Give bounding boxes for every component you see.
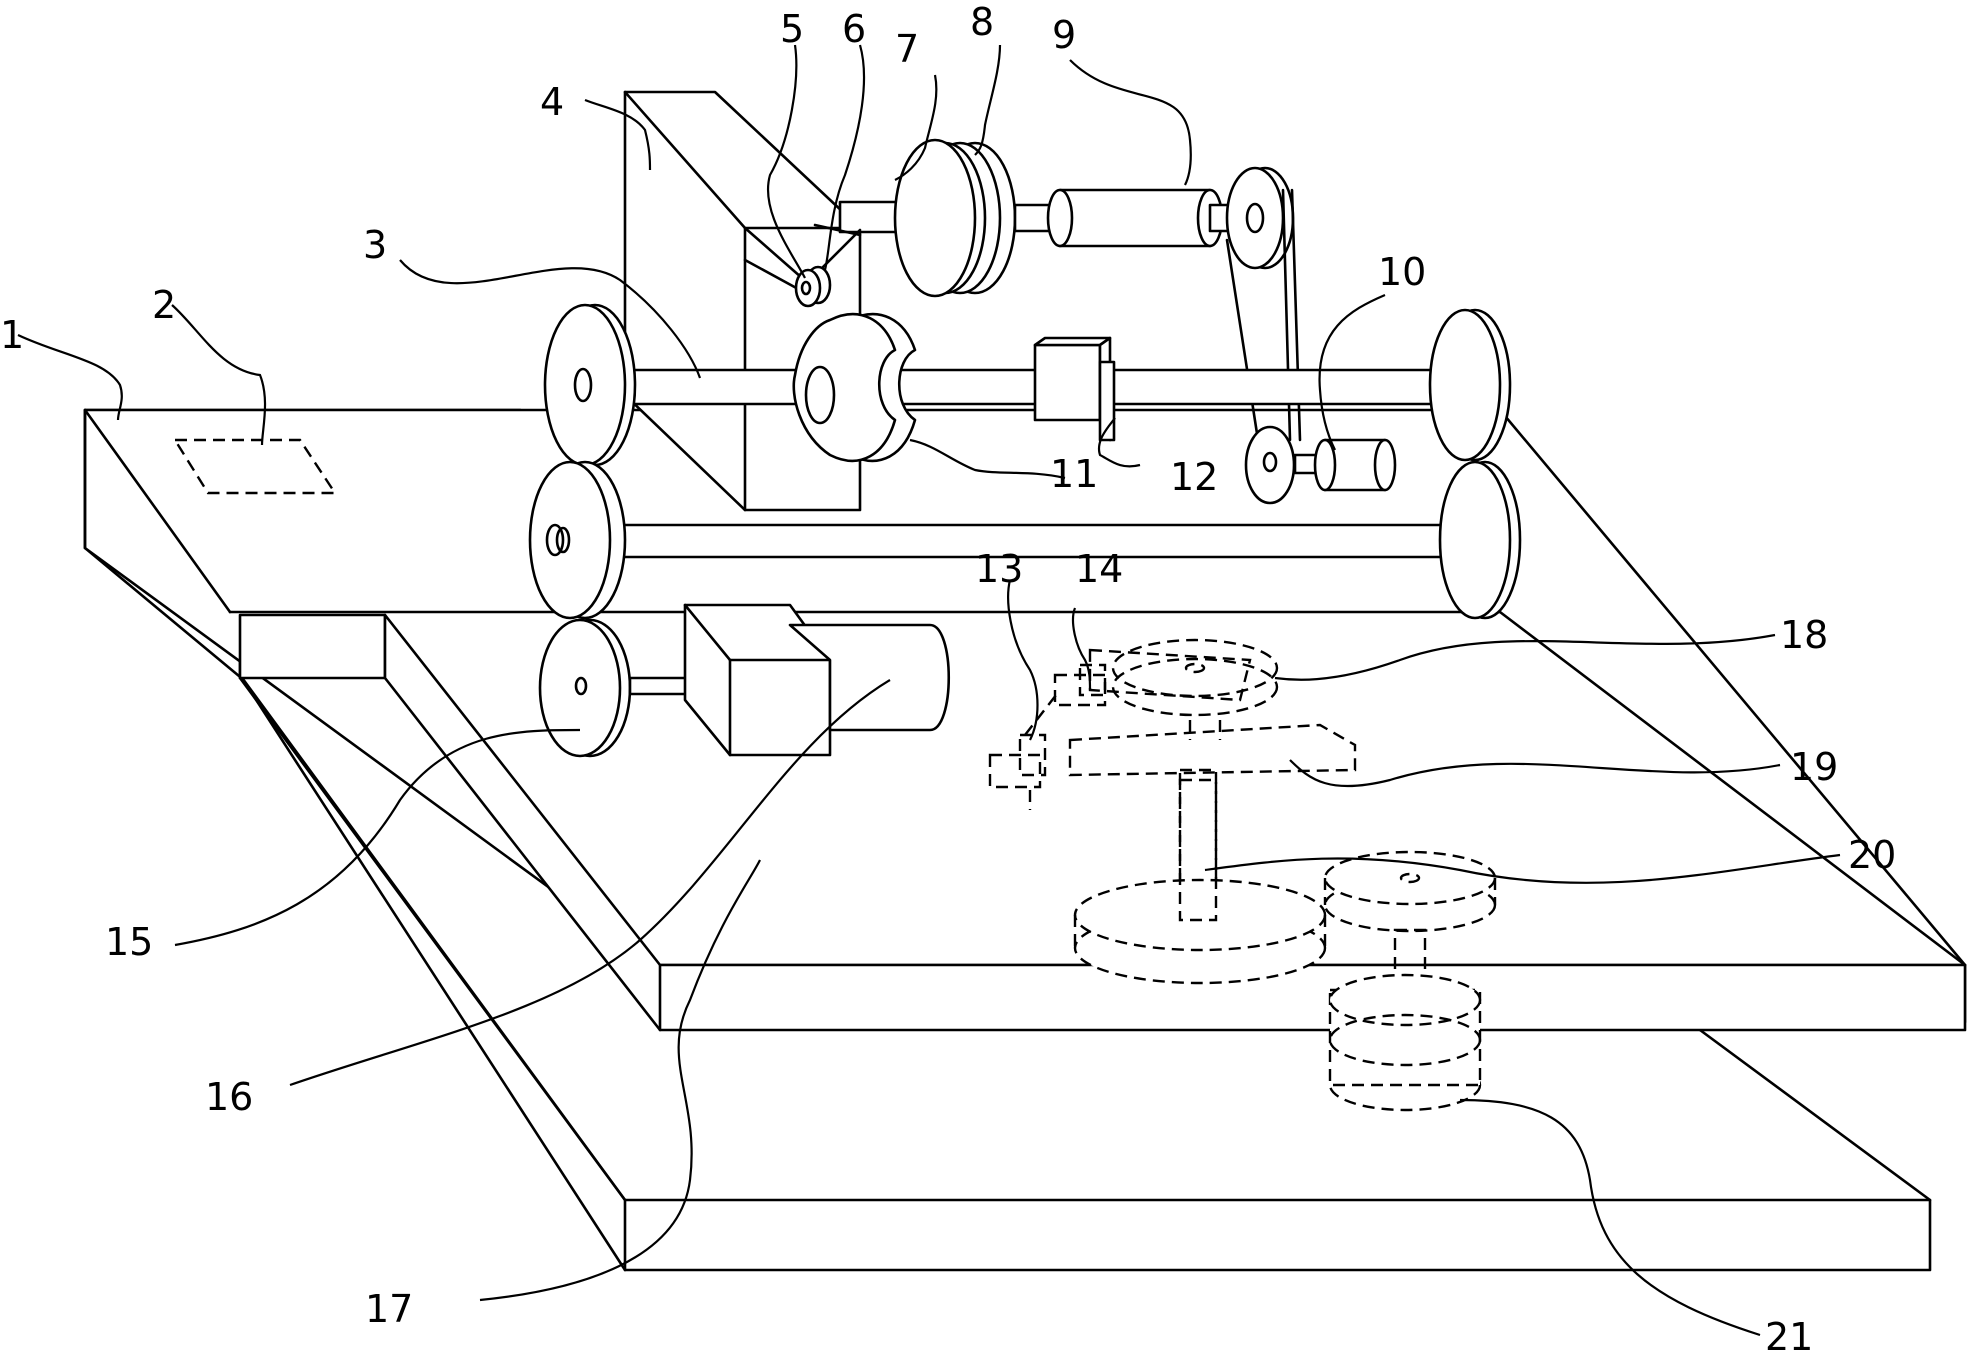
label-5: 5: [780, 7, 804, 51]
label-17: 17: [365, 1287, 413, 1331]
label-18: 18: [1780, 613, 1828, 657]
label-12: 12: [1170, 455, 1218, 499]
label-9: 9: [1052, 13, 1076, 57]
label-21: 21: [1765, 1315, 1813, 1352]
label-10: 10: [1378, 250, 1426, 294]
label-11: 11: [1050, 452, 1098, 496]
label-14: 14: [1075, 547, 1123, 591]
label-6: 6: [842, 7, 866, 51]
cam: [794, 314, 915, 461]
label-2: 2: [152, 283, 176, 327]
upper-shaft-assembly: [840, 140, 1293, 296]
label-15: 15: [105, 920, 153, 964]
label-16: 16: [205, 1075, 253, 1119]
label-4: 4: [540, 80, 564, 124]
label-13: 13: [975, 547, 1023, 591]
label-19: 19: [1790, 745, 1838, 789]
label-20: 20: [1848, 833, 1896, 877]
label-1: 1: [0, 313, 24, 357]
label-7: 7: [895, 27, 919, 71]
label-3: 3: [363, 223, 387, 267]
label-8: 8: [970, 0, 994, 44]
